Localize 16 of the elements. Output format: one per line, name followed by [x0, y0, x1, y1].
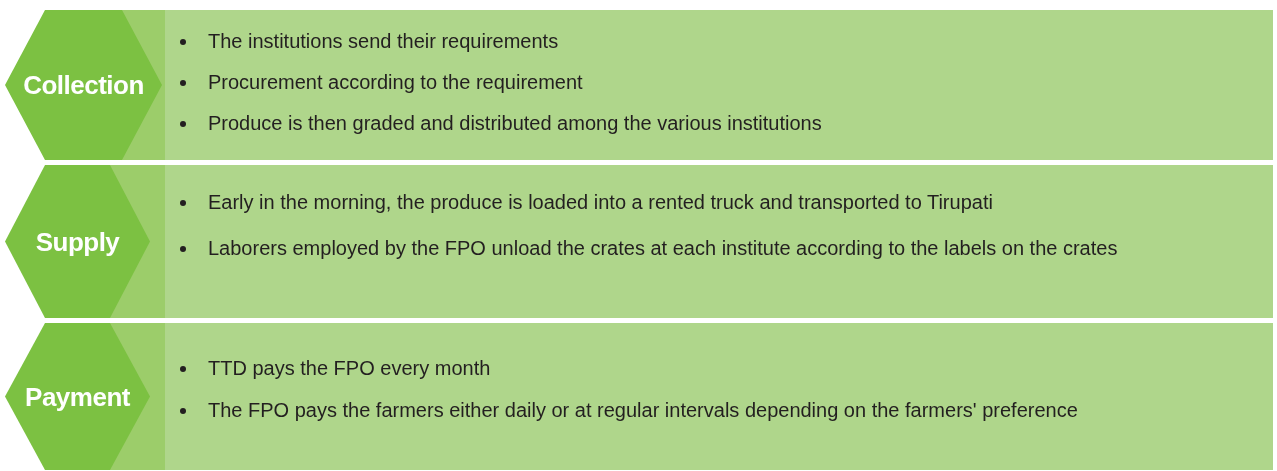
step-heading: Payment — [24, 381, 131, 412]
bullet-text: Early in the morning, the produce is loaded into a rented truck and transported to Tirupati — [208, 191, 993, 213]
step-hexagon — [5, 165, 165, 318]
step-hexagon — [5, 323, 165, 470]
step-band — [165, 323, 1273, 470]
step-heading: Supply — [34, 226, 121, 257]
step-hexagon — [5, 10, 165, 160]
bullet-text: Produce is then graded and distributed among the various institutions — [208, 112, 822, 134]
bullet-text: The institutions send their requirements — [208, 30, 559, 52]
step-band — [165, 165, 1273, 318]
bullet-text: The FPO pays the farmers either daily or at regular intervals depending on the farmers' preference — [208, 399, 1078, 421]
bullet-text: Laborers employed by the FPO unload the crates at each institute according to the labels on the crates — [208, 237, 1118, 259]
bullet-text: TTD pays the FPO every month — [208, 357, 491, 379]
step-heading: Collection — [22, 69, 145, 101]
bullet-text: Procurement according to the requirement — [208, 71, 583, 93]
step-band — [165, 10, 1273, 160]
